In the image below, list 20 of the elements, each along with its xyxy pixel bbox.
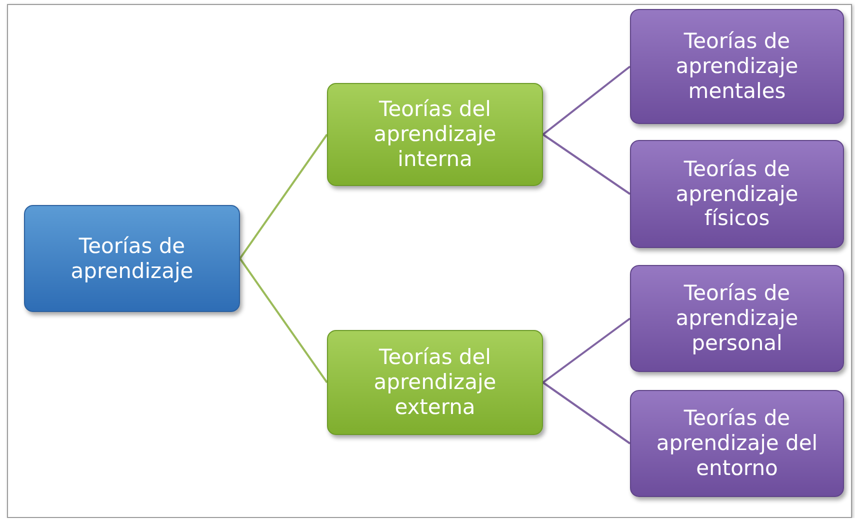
topic-label: Teorías de aprendizaje del entorno (655, 406, 819, 481)
connector-line (239, 134, 328, 260)
topic-label: Teorías del aprendizaje interna (372, 97, 498, 172)
connector-line (542, 134, 631, 195)
topic-label: Teorías de aprendizaje físicos (674, 156, 800, 232)
topic-box (630, 265, 844, 372)
topic-box (327, 330, 543, 435)
topic-label: Teorías del aprendizaje externa (372, 345, 498, 420)
topic-label: Teorías de aprendizaje (70, 234, 194, 284)
topic-box (630, 9, 844, 124)
topic-label: Teorías de aprendizaje personal (674, 281, 800, 356)
connector-line (542, 382, 631, 444)
connector-line (542, 66, 631, 136)
topic-box (327, 83, 543, 186)
topic-box (24, 205, 240, 312)
topic-box (630, 390, 844, 497)
topic-box (630, 140, 844, 248)
connector-line (542, 318, 631, 384)
topic-label: Teorías de aprendizaje mentales (674, 29, 800, 104)
connector-line (239, 258, 328, 384)
